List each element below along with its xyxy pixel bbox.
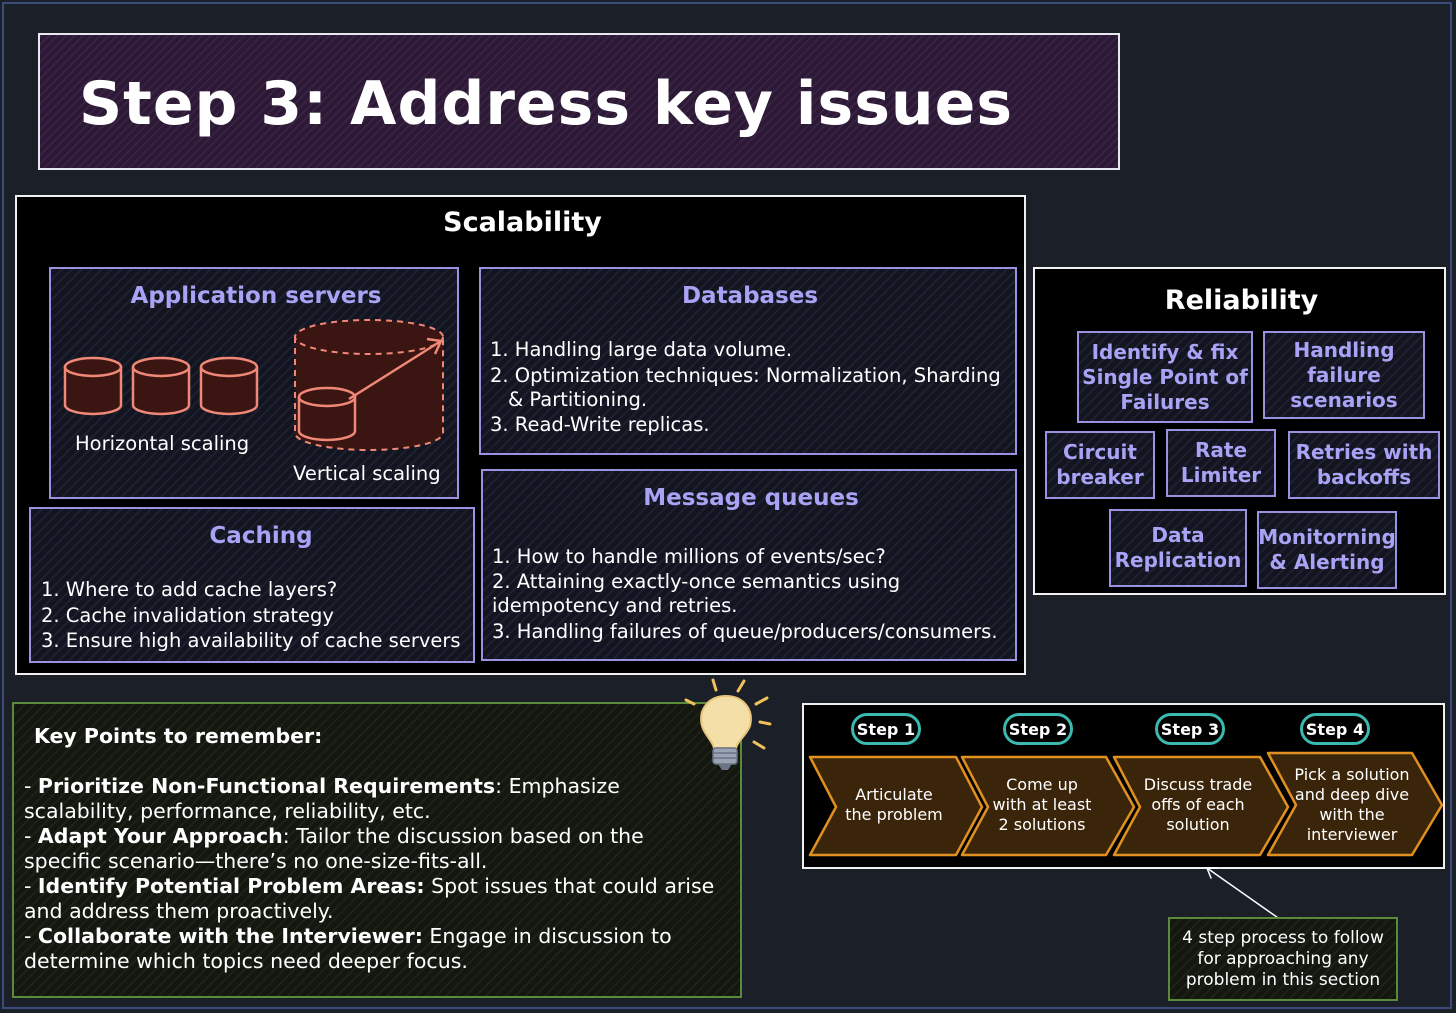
step-1-text: Articulate the problem bbox=[845, 785, 943, 824]
step-4-text: Pick a solution and deep dive with the i… bbox=[1294, 765, 1410, 844]
key-point-item: - Identify Potential Problem Areas: Spot… bbox=[24, 874, 715, 923]
scale-up-arrow-icon bbox=[348, 337, 443, 401]
step-2-badge: Step 2 bbox=[1003, 713, 1073, 745]
key-point-item: - Prioritize Non-Functional Requirements… bbox=[24, 774, 620, 823]
message-queues-item: 1. How to handle millions of events/sec? bbox=[492, 545, 886, 568]
steps-box: Step 1 Step 2 Step 3 Step 4 Articulate t… bbox=[802, 703, 1445, 869]
key-points-box: Key Points to remember: - Prioritize Non… bbox=[12, 702, 742, 998]
key-points-list: - Prioritize Non-Functional Requirements… bbox=[24, 774, 724, 974]
message-queues-title: Message queues bbox=[643, 485, 859, 511]
db-cylinder-icon bbox=[63, 356, 123, 416]
caching-title: Caching bbox=[209, 523, 313, 549]
app-servers-card: Application servers bbox=[49, 267, 459, 499]
databases-item: & Partitioning. bbox=[508, 388, 648, 411]
step-1-chevron bbox=[808, 755, 984, 857]
step-3-text: Discuss trade offs of each solution bbox=[1143, 775, 1253, 834]
step-4-chevron bbox=[1266, 751, 1444, 857]
reliability-item-rate-limiter: Rate Limiter bbox=[1166, 429, 1276, 497]
step-4-badge: Step 4 bbox=[1300, 713, 1370, 745]
message-queues-item: 3. Handling failures of queue/producers/… bbox=[492, 620, 998, 643]
reliability-item-monitoring: Monitorning & Alerting bbox=[1257, 511, 1397, 589]
reliability-item-circuit-breaker: Circuit breaker bbox=[1045, 431, 1155, 499]
key-point-item: - Adapt Your Approach: Tailor the discus… bbox=[24, 824, 644, 873]
large-db-cylinder-icon bbox=[294, 319, 444, 451]
process-note: 4 step process to follow for approaching… bbox=[1168, 917, 1398, 1001]
caching-item: 3. Ensure high availability of cache ser… bbox=[41, 629, 461, 652]
reliability-title: Reliability bbox=[1164, 285, 1319, 316]
page-title: Step 3: Address key issues bbox=[78, 68, 1014, 139]
reliability-section: Reliability Identify & fix Single Point … bbox=[1033, 267, 1446, 595]
small-db-cylinder-icon bbox=[297, 386, 357, 442]
db-cylinder-icon bbox=[199, 356, 259, 416]
databases-item: 1. Handling large data volume. bbox=[490, 338, 793, 361]
lightbulb-icon bbox=[684, 678, 772, 770]
step-2-chevron bbox=[960, 755, 1136, 857]
step-2-text: Come up with at least 2 solutions bbox=[992, 775, 1092, 834]
reliability-item-retries: Retries with backoffs bbox=[1288, 431, 1440, 499]
databases-card: Databases 1. Handling large data volume.… bbox=[479, 267, 1017, 455]
message-queues-card: Message queues 1. How to handle millions… bbox=[481, 469, 1017, 661]
step-3-badge: Step 3 bbox=[1155, 713, 1225, 745]
step-3-chevron bbox=[1112, 755, 1290, 857]
horizontal-scaling-label: Horizontal scaling bbox=[75, 432, 250, 455]
caching-item: 1. Where to add cache layers? bbox=[41, 578, 338, 601]
databases-item: 2. Optimization techniques: Normalizatio… bbox=[490, 364, 1001, 387]
scalability-section: Scalability Application servers bbox=[15, 195, 1026, 675]
reliability-item-data-replication: Data Replication bbox=[1109, 509, 1247, 587]
message-queues-item: 2. Attaining exactly-once semantics usin… bbox=[492, 570, 901, 593]
key-point-item: - Collaborate with the Interviewer: Enga… bbox=[24, 924, 672, 973]
reliability-item-failure-scenarios: Handling failure scenarios bbox=[1263, 331, 1425, 419]
databases-item: 3. Read-Write replicas. bbox=[490, 413, 710, 436]
scalability-title: Scalability bbox=[443, 207, 602, 238]
scaling-illustration bbox=[63, 319, 444, 451]
db-cylinder-icon bbox=[131, 356, 191, 416]
title-banner: Step 3: Address key issues bbox=[38, 33, 1120, 170]
app-servers-title: Application servers bbox=[130, 283, 382, 309]
caching-card: Caching 1. Where to add cache layers? 2.… bbox=[29, 507, 475, 663]
vertical-scaling-label: Vertical scaling bbox=[293, 462, 441, 485]
caching-item: 2. Cache invalidation strategy bbox=[41, 604, 334, 627]
databases-title: Databases bbox=[681, 283, 819, 309]
steps-chevrons bbox=[808, 751, 1444, 857]
key-points-heading: Key Points to remember: bbox=[34, 724, 323, 748]
reliability-item-spof: Identify & fix Single Point of Failures bbox=[1077, 331, 1253, 423]
step-1-badge: Step 1 bbox=[851, 713, 921, 745]
pointer-arrow-icon bbox=[1205, 867, 1282, 921]
message-queues-item: idempotency and retries. bbox=[492, 594, 738, 617]
